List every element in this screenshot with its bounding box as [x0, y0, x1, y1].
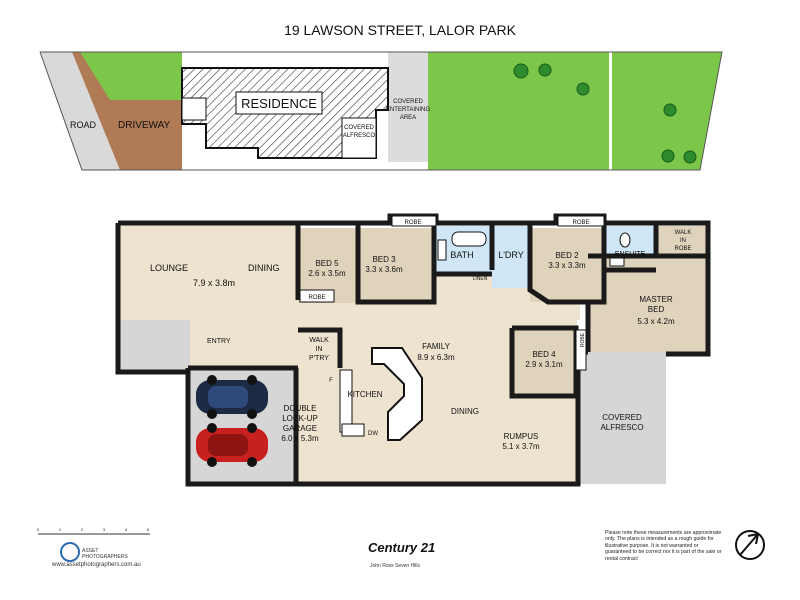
scale-bar: 0 1 2 3 4 5 — [37, 527, 150, 535]
wir-label-1: WALK — [675, 230, 692, 236]
tree-icon — [513, 63, 697, 164]
scale-tick-1: 1 — [59, 527, 62, 532]
bed4-robe-label: ROBE — [580, 332, 586, 347]
road-label: ROAD — [70, 120, 97, 130]
brand-logo: Century 21 — [368, 540, 436, 555]
lounge-label: LOUNGE — [150, 263, 188, 273]
entry-floor — [190, 300, 300, 368]
bed2-label: BED 2 — [555, 251, 579, 260]
dishwasher-label: DW — [368, 431, 378, 437]
asset-url: www.assetphotographers.com.au — [52, 562, 141, 568]
vanity — [437, 239, 447, 261]
residence-label: RESIDENCE — [241, 96, 317, 111]
stove — [341, 423, 365, 437]
bed2-robe-label: ROBE — [572, 220, 589, 226]
bed3-robe-label: ROBE — [404, 220, 421, 226]
covered-alfresco-floor — [578, 352, 666, 484]
asset-logo-icon — [60, 542, 80, 562]
ensuite-label: ENSUITE — [615, 251, 646, 258]
bed4-label: BED 4 — [532, 350, 556, 359]
entertaining-label-3: AREA — [400, 115, 416, 121]
bed5-label: BED 5 — [315, 259, 339, 268]
side-path — [388, 52, 428, 162]
bed2-dim: 3.3 x 3.3m — [548, 261, 586, 270]
plan-title: 19 LAWSON STREET, LALOR PARK — [284, 22, 516, 38]
master-label-1: MASTER — [639, 295, 673, 304]
linen-label: LINEN — [473, 276, 488, 282]
kitchen-label: KITCHEN — [347, 390, 382, 399]
entertaining-label-1: COVERED — [393, 99, 423, 105]
garage-label-3: GARAGE — [283, 424, 317, 433]
garage-dim: 6.0 x 5.3m — [281, 434, 319, 443]
entertaining-label-2: ENTERTAINING — [386, 107, 430, 113]
floor-plan-rooms: LOUNGE DINING 7.9 x 3.8m ENTRY BED 5 2.6… — [115, 213, 711, 487]
fridge-label: F — [329, 378, 333, 384]
road — [40, 52, 120, 170]
garage-label-2: LOCK-UP — [282, 414, 318, 423]
master-dim: 5.3 x 4.2m — [637, 317, 675, 326]
bed4-dim: 2.9 x 3.1m — [525, 360, 563, 369]
site-alfresco-label-1: COVERED — [344, 125, 374, 131]
car-icon-blue — [196, 375, 268, 419]
bed5-robe-label: ROBE — [308, 295, 325, 301]
site-plan: ROAD DRIVEWAY RESIDENCE COVERED ENTERTAI… — [39, 51, 723, 171]
asset-name: ASSET PHOTOGRAPHERS — [82, 548, 128, 560]
kitchen-bench — [339, 369, 353, 433]
wir-label-2: IN — [680, 238, 686, 244]
north-arrow-icon — [735, 530, 765, 560]
rumpus-dim: 5.1 x 3.7m — [502, 442, 540, 451]
bed3-dim: 3.3 x 3.6m — [365, 265, 403, 274]
wir-floor — [656, 226, 706, 256]
site-alfresco-label-2: ALFRESCO — [343, 133, 376, 139]
driveway-label: DRIVEWAY — [118, 120, 171, 131]
toilet — [619, 232, 631, 248]
lawn-left — [80, 52, 182, 100]
porch — [118, 320, 190, 372]
scale-tick-5: 5 — [147, 527, 150, 532]
bed3-floor — [358, 228, 434, 302]
laundry-floor — [492, 226, 530, 288]
kitchen-island — [371, 347, 423, 441]
family-label: FAMILY — [422, 342, 451, 351]
basin — [609, 257, 625, 267]
pantry-label-3: P'TRY — [309, 355, 329, 362]
laundry-label: L'DRY — [498, 250, 524, 260]
family-dim: 8.9 x 6.3m — [417, 353, 455, 362]
pantry-label-2: IN — [316, 346, 323, 353]
scale-tick-2: 2 — [81, 527, 84, 532]
scale-tick-4: 4 — [125, 527, 128, 532]
pantry-floor — [298, 330, 340, 368]
bathtub — [451, 231, 487, 247]
bed4-floor — [512, 328, 576, 396]
alfresco-label-2: ALFRESCO — [600, 423, 643, 432]
garage-label-1: DOUBLE — [284, 404, 317, 413]
bath-label: BATH — [450, 250, 473, 260]
wir-label-3: ROBE — [674, 246, 691, 252]
entry-label: ENTRY — [207, 338, 231, 345]
master-label-2: BED — [648, 305, 665, 314]
lounge-dim: 7.9 x 3.8m — [193, 278, 235, 288]
dining-label-1: DINING — [248, 263, 280, 273]
rumpus-label: RUMPUS — [504, 432, 539, 441]
bed5-dim: 2.6 x 3.5m — [308, 269, 346, 278]
disclaimer-text: Please note these measurements are appro… — [605, 530, 722, 562]
covered-alfresco-site — [341, 117, 377, 159]
car-icon-red — [196, 423, 268, 467]
alfresco-label-1: COVERED — [602, 413, 642, 422]
bed3-label: BED 3 — [372, 255, 396, 264]
brand-office: John Ross Seven Hills — [370, 563, 421, 569]
scale-tick-0: 0 — [37, 527, 40, 532]
dining-label-2: DINING — [451, 407, 479, 416]
pantry-label-1: WALK — [309, 337, 329, 344]
scale-tick-3: 3 — [103, 527, 106, 532]
